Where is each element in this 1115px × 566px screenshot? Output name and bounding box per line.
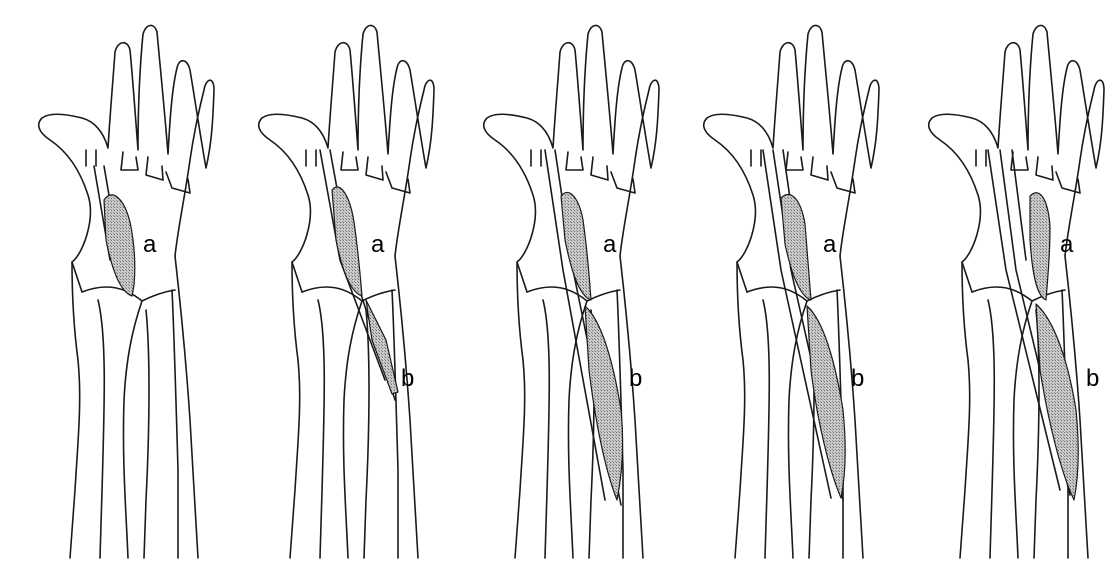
- panel-3: a b: [484, 25, 659, 558]
- hand-outline: [484, 25, 659, 558]
- shaded-region-b: [585, 306, 623, 500]
- panel-3-label-a: a: [603, 231, 617, 258]
- shaded-region-a: [1030, 193, 1050, 300]
- panel-5-label-b: b: [1086, 365, 1099, 392]
- panel-2: a b: [259, 25, 434, 558]
- panel-2-label-a: a: [371, 231, 385, 258]
- panel-4-label-b: b: [851, 365, 864, 392]
- panel-1: a: [39, 25, 214, 558]
- shaded-region-a: [104, 195, 135, 296]
- panel-4-label-a: a: [823, 231, 837, 258]
- panel-2-label-b: b: [401, 365, 414, 392]
- panel-4: a b: [704, 25, 879, 558]
- hand-outline: [259, 25, 434, 558]
- panel-5: a b: [929, 25, 1104, 558]
- hand-outline: [704, 25, 879, 558]
- shaded-region-b: [1036, 304, 1078, 500]
- panel-1-label-a: a: [143, 231, 157, 258]
- shaded-region-a: [781, 194, 811, 300]
- panel-5-label-a: a: [1060, 231, 1074, 258]
- panel-3-label-b: b: [629, 365, 642, 392]
